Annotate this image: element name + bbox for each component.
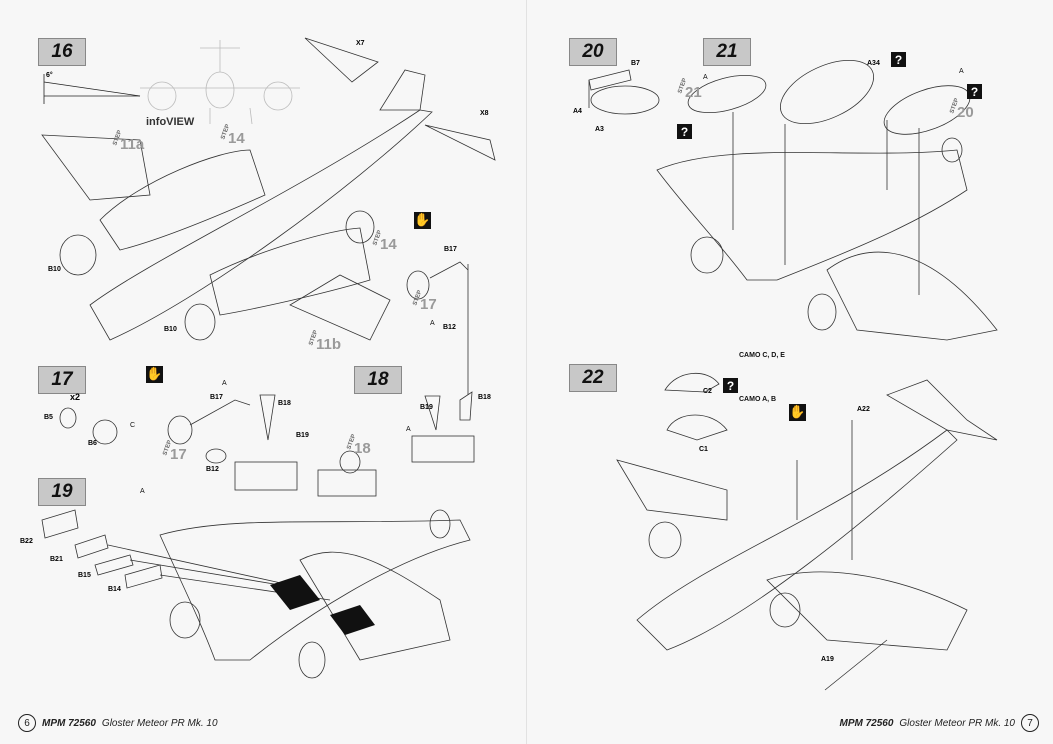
step-19-number: 19 [38,478,86,506]
part-b18-s18: B18 [478,394,491,401]
left-footer-code: MPM 72560 [42,717,96,729]
part-a19: A19 [821,656,834,663]
right-page-number: 7 [1021,714,1039,732]
glue-marker-c: C [130,422,136,429]
part-b6: B6 [88,440,97,447]
part-c1: C1 [699,446,708,453]
part-b19-s17: B19 [296,432,309,439]
right-footer-title: Gloster Meteor PR Mk. 10 [899,717,1015,729]
angle-guide [43,74,141,104]
right-footer-code: MPM 72560 [839,717,894,729]
left-footer-title: Gloster Meteor PR Mk. 10 [101,717,218,729]
question-icon-1: ? [891,52,906,67]
part-b17: B17 [444,246,457,253]
glue-marker-a1: A [222,380,227,387]
glue-hand-icon-17: ✋ [146,366,163,383]
left-page-drawings [41,37,496,679]
step-22-number: 22 [569,364,617,392]
step-16-number: 16 [38,38,86,66]
part-b7: B7 [631,60,640,67]
part-b14: B14 [108,586,121,593]
infoview-aircraft-front [140,40,300,125]
step16-fuselage [41,37,496,395]
glue-marker-r1: A [703,74,708,81]
right-footer: MPM 72560 Gloster Meteor PR Mk. 10 7 [839,714,1039,732]
part-a22: A22 [857,406,870,413]
part-b17-s17: B17 [210,394,223,401]
step20-parts [588,69,660,115]
part-c2: C2 [703,388,712,395]
part-x7: X7 [356,40,365,47]
part-b12-s17: B12 [206,466,219,473]
left-page: 16 6° infoVIEW X7 X8 B10 B10 B17 B12 STE… [0,0,526,744]
part-b5: B5 [44,414,53,421]
part-a34: A34 [867,60,880,67]
step22-airframe [616,372,998,691]
part-b15: B15 [78,572,91,579]
question-icon-2: ? [677,124,692,139]
part-x8: X8 [480,110,489,117]
glue-marker-a4: A [140,488,145,495]
question-icon-4: ? [723,378,738,393]
glue-hand-icon-22: ✋ [789,404,806,421]
question-icon-3: ? [967,84,982,99]
part-b21: B21 [50,556,63,563]
step-20-number: 20 [569,38,617,66]
step-17-number: 17 [38,366,86,394]
step19-airframe [41,509,471,679]
right-page-drawings [588,59,998,691]
step21-airframe [656,59,998,341]
part-a4: A4 [573,108,582,115]
glue-marker-a2: A [406,426,411,433]
camo-cde-label: CAMO C, D, E [739,352,785,359]
step17-parts [59,394,377,497]
glue-marker-a3: A [430,320,435,327]
part-a3: A3 [595,126,604,133]
step18-parts [411,391,475,463]
left-page-number: 6 [18,714,36,732]
infoview-label: infoVIEW [146,116,195,128]
step19-black-panels [270,575,375,635]
multiplier-x2: x2 [70,392,81,402]
step-21-number: 21 [703,38,751,66]
glue-marker-r2: A [959,68,964,75]
part-b12: B12 [443,324,456,331]
part-b18-s17: B18 [278,400,291,407]
part-b10-b: B10 [164,326,177,333]
page-spine [526,0,527,744]
left-footer: 6 MPM 72560 Gloster Meteor PR Mk. 10 [18,714,218,732]
part-b19-s18: B19 [420,404,433,411]
camo-ab-label: CAMO A, B [739,396,777,403]
glue-hand-icon-16: ✋ [414,212,431,229]
angle-label: 6° [46,72,53,79]
part-b22: B22 [20,538,33,545]
part-b10-a: B10 [48,266,61,273]
step-18-number: 18 [354,366,402,394]
